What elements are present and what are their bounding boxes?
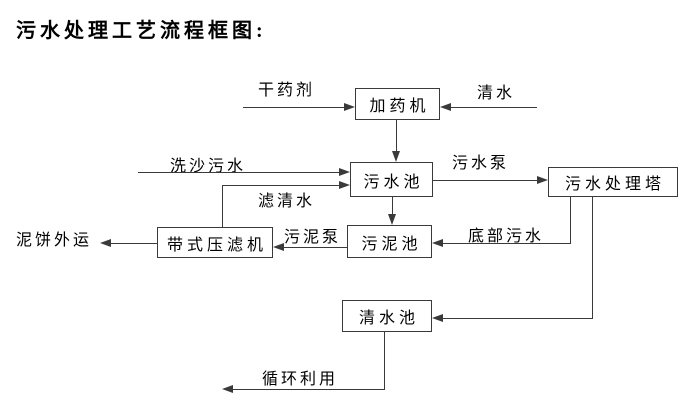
arrow-right-icon bbox=[344, 103, 355, 111]
arrow-left-icon bbox=[100, 239, 111, 247]
node-dosing-machine: 加药机 bbox=[355, 88, 440, 120]
node-clean-water-pool: 清水池 bbox=[342, 300, 432, 332]
edge-label-mud-cake-outbound: 泥饼外运 bbox=[16, 232, 93, 249]
arrow-left-icon bbox=[273, 243, 284, 251]
arrow-right-icon bbox=[537, 176, 548, 184]
edge-label-clean-water-in: 清水 bbox=[477, 85, 516, 102]
node-label: 污泥池 bbox=[361, 235, 422, 253]
arrow-left-icon bbox=[432, 239, 443, 247]
node-sewage-pool: 污水池 bbox=[350, 162, 433, 197]
edge-sludge-pump-line bbox=[284, 247, 347, 248]
arrow-left-icon bbox=[222, 385, 233, 393]
edge-bottom-sewage-line bbox=[443, 243, 571, 244]
edge-filtered-water-line bbox=[222, 185, 339, 186]
arrow-down-icon bbox=[388, 214, 396, 225]
edge-filtered-water-vline bbox=[222, 185, 223, 227]
node-label: 污水池 bbox=[363, 173, 424, 191]
node-sludge-pool: 污泥池 bbox=[347, 225, 432, 258]
node-label: 污水处理塔 bbox=[564, 176, 665, 193]
edge-label-recycle-reuse: 循环利用 bbox=[262, 371, 339, 388]
edge-tower-to-clean-line bbox=[443, 318, 593, 319]
arrow-right-icon bbox=[339, 181, 350, 189]
edge-mud-cake-line bbox=[111, 243, 157, 244]
arrow-left-icon bbox=[432, 314, 443, 322]
edge-label-sand-washing-sewage: 洗沙污水 bbox=[170, 158, 247, 175]
node-treatment-tower: 污水处理塔 bbox=[548, 167, 678, 197]
edge-sand-washing-line bbox=[138, 172, 339, 173]
edge-label-bottom-sewage: 底部污水 bbox=[468, 228, 545, 245]
edge-dosing-to-sewage-line bbox=[396, 120, 397, 152]
edge-label-dry-agent: 干药剂 bbox=[258, 82, 316, 99]
node-belt-filter-press: 带式压滤机 bbox=[157, 227, 273, 258]
node-label: 带式压滤机 bbox=[166, 236, 267, 254]
edge-sewage-pump-line bbox=[433, 180, 537, 181]
arrow-right-icon bbox=[339, 168, 350, 176]
edge-label-filtered-clean-water: 滤清水 bbox=[258, 193, 316, 210]
edge-tower-to-clean-vline bbox=[592, 197, 593, 319]
edge-recycle-line bbox=[233, 389, 385, 390]
edge-label-sewage-pump: 污水泵 bbox=[452, 155, 510, 172]
arrow-down-icon bbox=[392, 151, 400, 162]
arrow-left-icon bbox=[440, 103, 451, 111]
edge-label-sludge-pump: 污泥泵 bbox=[284, 229, 342, 246]
node-label: 加药机 bbox=[369, 98, 430, 115]
edge-dry-agent-line bbox=[243, 107, 344, 108]
node-label: 清水池 bbox=[358, 310, 419, 327]
edge-clean-water-line bbox=[451, 107, 537, 108]
edge-bottom-sewage-vline bbox=[570, 197, 571, 244]
edge-sewage-to-sludge-line bbox=[392, 197, 393, 215]
page-title: 污水处理工艺流程框图: bbox=[16, 20, 267, 42]
edge-recycle-vline bbox=[384, 332, 385, 390]
